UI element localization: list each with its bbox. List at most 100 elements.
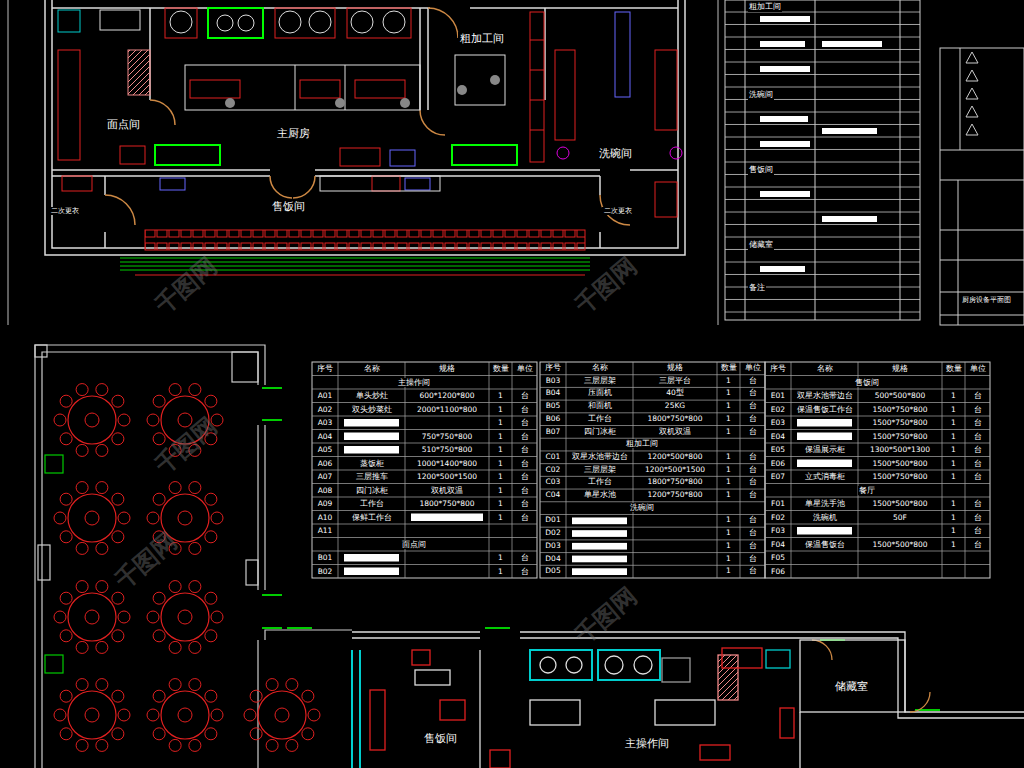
- redacted-bar: [572, 517, 627, 524]
- chair: [112, 395, 124, 407]
- lazy-susan: [85, 511, 99, 525]
- chair: [147, 709, 159, 721]
- chair: [189, 641, 201, 653]
- table-cell-text: C04: [545, 490, 562, 499]
- table-cell-text: 1500*750*800: [871, 418, 928, 427]
- watermark: 千图网: [108, 526, 184, 597]
- round-table: [161, 691, 209, 739]
- table-cell: F06: [765, 565, 791, 579]
- table-cell-text: 台: [520, 472, 530, 481]
- chair: [76, 739, 88, 751]
- chair: [60, 531, 72, 543]
- chair: [205, 592, 217, 604]
- table-cell-text: 台: [748, 401, 758, 410]
- redacted-bar: [344, 568, 399, 576]
- chair: [286, 679, 298, 691]
- table-cell: 台: [965, 470, 990, 484]
- chair: [169, 641, 181, 653]
- redacted-bar: [797, 527, 852, 535]
- table-cell-text: 台: [748, 554, 758, 563]
- table-cell-text: 台: [520, 513, 530, 522]
- table-cell-text: 1: [725, 490, 732, 499]
- table-cell: 1: [489, 389, 512, 403]
- chair: [96, 444, 108, 456]
- table-cell: 1: [717, 375, 740, 388]
- table-col-line: [633, 362, 634, 578]
- table-cell: C03: [540, 476, 566, 489]
- table-cell: 单头炒灶: [338, 389, 405, 403]
- table-cell-text: 1500*750*800: [871, 432, 928, 441]
- table-header: 单位: [740, 362, 765, 375]
- chair: [308, 709, 320, 721]
- table-cell-text: F01: [770, 499, 786, 508]
- table-header: 规格: [405, 362, 489, 376]
- table-cell-text: 1: [950, 540, 957, 549]
- table-cell: 1: [942, 416, 965, 430]
- chair: [250, 728, 262, 740]
- chair: [118, 611, 130, 623]
- table-cell: 双头炒菜灶: [338, 403, 405, 417]
- chair: [211, 611, 223, 623]
- table-cell-text: 1800*750*800: [646, 477, 703, 486]
- table-row-line: [765, 497, 990, 498]
- table-cell-text: 1: [497, 418, 504, 427]
- table-cell-text: 1: [725, 401, 732, 410]
- table-cell: 1: [489, 416, 512, 430]
- table-row-line: [765, 551, 990, 552]
- table-header-text: 序号: [544, 363, 562, 372]
- table-row-line: [765, 564, 990, 565]
- table-cell: E01: [765, 389, 791, 403]
- table-border: [312, 362, 537, 578]
- table-cell-text: 台: [520, 405, 530, 414]
- chair: [112, 728, 124, 740]
- table-cell-text: 台: [748, 490, 758, 499]
- chair: [169, 679, 181, 691]
- chair: [60, 630, 72, 642]
- table-cell-text: 台: [973, 499, 983, 508]
- table-cell-text: E06: [770, 459, 786, 468]
- table-cell-text: E07: [770, 472, 786, 481]
- table-cell: 台: [740, 540, 765, 553]
- table-cell: 四门冰柜: [566, 426, 633, 439]
- redacted-bar: [572, 543, 627, 550]
- table-header-text: 名称: [591, 363, 609, 372]
- table-cell-text: 蒸饭柜: [359, 459, 385, 468]
- table-cell: 工作台: [566, 476, 633, 489]
- table-cell-text: 台: [520, 418, 530, 427]
- table-cell-text: A05: [317, 445, 334, 454]
- table-row-line: [312, 537, 537, 538]
- table-row-line: [765, 510, 990, 511]
- table-cell: 1800*750*800: [633, 413, 717, 426]
- table-row-line: [312, 551, 537, 552]
- chair: [147, 414, 159, 426]
- table-cell-text: 1: [725, 414, 732, 423]
- table-cell: 保温售饭工作台: [791, 403, 858, 417]
- table-cell-text: F04: [770, 540, 786, 549]
- table-cell-text: 台: [973, 405, 983, 414]
- table-cell-text: 1200*500*1500: [644, 465, 706, 474]
- table-cell: 台: [740, 387, 765, 400]
- table-cell-text: 1: [725, 427, 732, 436]
- table-cell: 三层层架: [566, 375, 633, 388]
- table-cell-text: 1: [950, 418, 957, 427]
- table-cell: 蒸饭柜: [338, 457, 405, 471]
- chair: [153, 630, 165, 642]
- section-heading: 主操作间: [338, 376, 489, 390]
- watermark: 千图网: [148, 251, 224, 322]
- table-cell: 600*1200*800: [405, 389, 489, 403]
- table-cell: 台: [512, 389, 537, 403]
- table-cell: 1: [717, 464, 740, 477]
- table-cell: 2000*1100*800: [405, 403, 489, 417]
- chair: [189, 542, 201, 554]
- chair: [96, 739, 108, 751]
- table-cell-text: 双星水池带边台: [571, 452, 629, 461]
- table-row-line: [765, 456, 990, 457]
- table-cell-text: 台: [748, 452, 758, 461]
- table-cell-text: 1: [497, 391, 504, 400]
- chair: [205, 630, 217, 642]
- table-cell-text: 台: [748, 376, 758, 385]
- chair: [211, 512, 223, 524]
- table-header: 规格: [858, 362, 942, 376]
- chair: [169, 482, 181, 494]
- table-header: 数量: [717, 362, 740, 375]
